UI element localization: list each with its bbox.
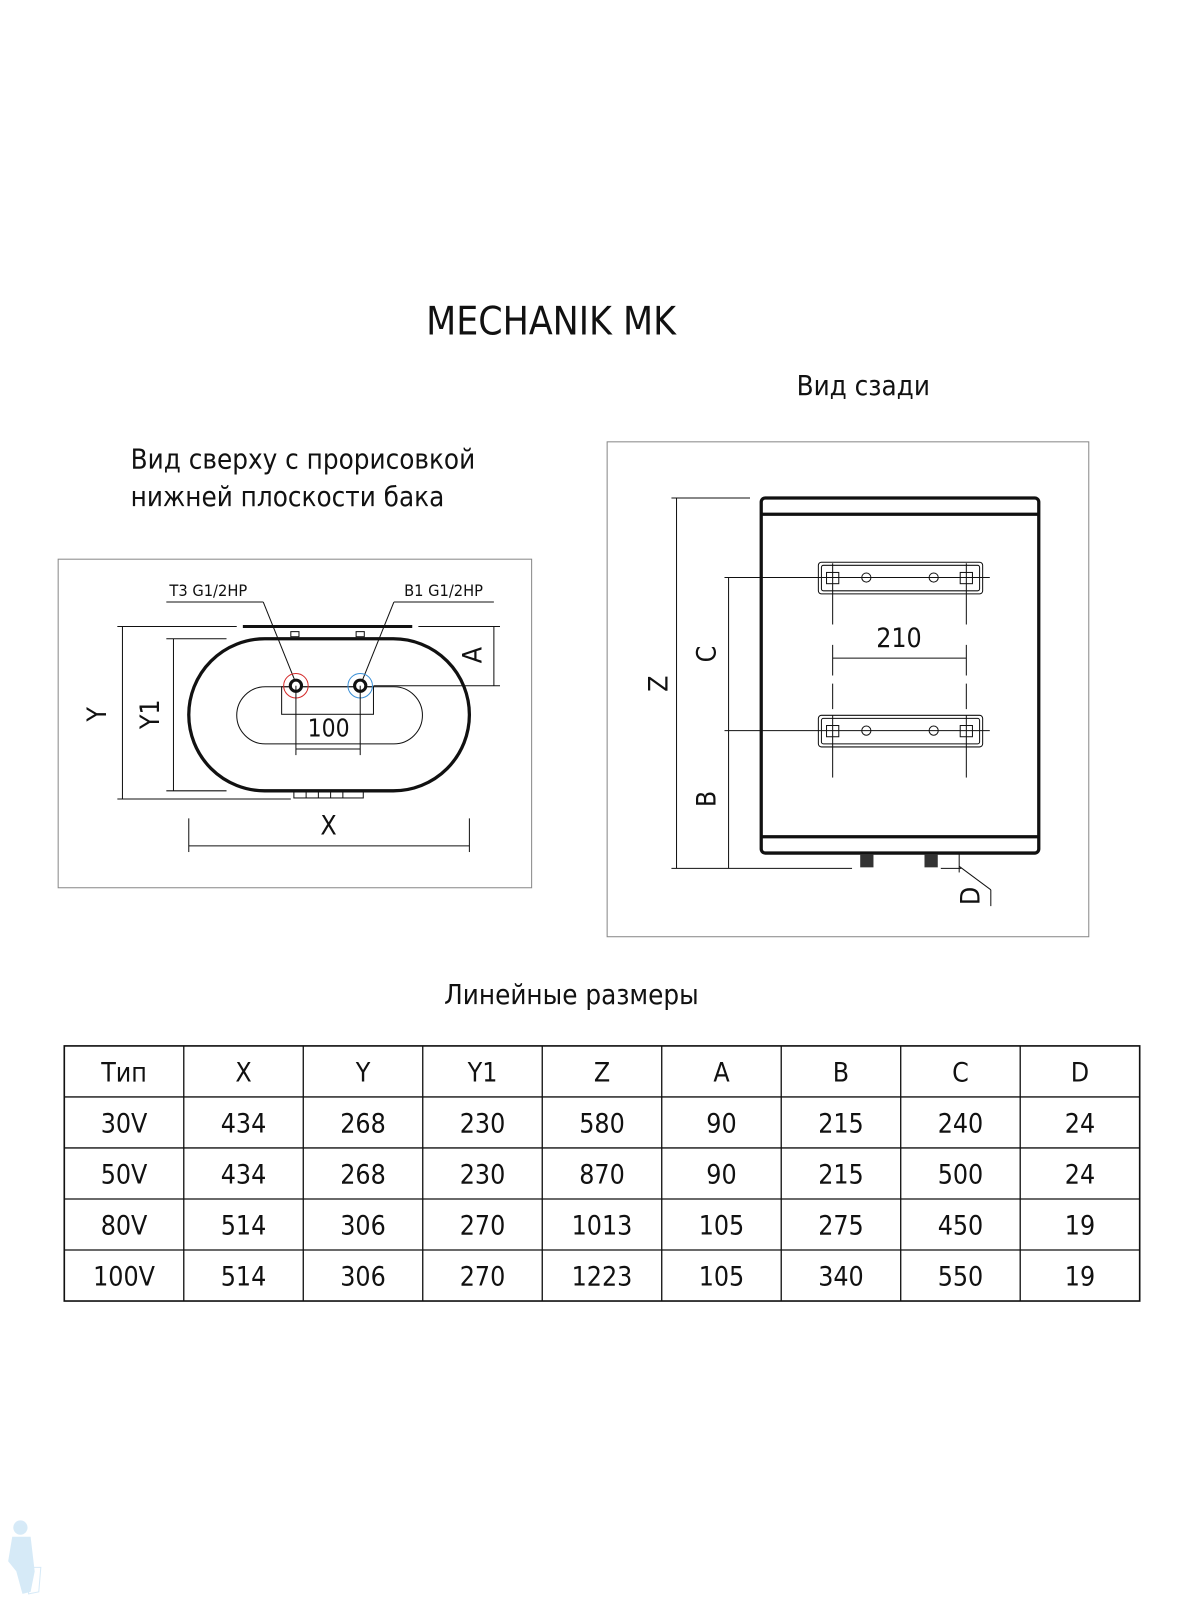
table-cell: 24 bbox=[1065, 1160, 1095, 1191]
table-cell: 230 bbox=[460, 1160, 506, 1191]
table-cell: 270 bbox=[460, 1262, 506, 1293]
table-cell: 1223 bbox=[572, 1262, 633, 1293]
table-cell: 90 bbox=[706, 1160, 736, 1191]
table-cell: 450 bbox=[938, 1211, 984, 1242]
table-cell: 514 bbox=[221, 1211, 267, 1242]
rear-view-caption: Вид сзади bbox=[797, 370, 930, 402]
table-cell: 1013 bbox=[572, 1211, 633, 1242]
table-cell: 580 bbox=[579, 1109, 625, 1140]
rear-view-drawing: 210 Z C B D bbox=[606, 441, 1090, 938]
dimensions-table: Тип X Y Y1 Z A B C D 30V 434 268 230 580 90 215 240 24 50V… bbox=[63, 1045, 1141, 1302]
table-cell: 90 bbox=[706, 1109, 736, 1140]
table-cell: 306 bbox=[340, 1211, 386, 1242]
table-cell: 550 bbox=[938, 1262, 984, 1293]
table-header-cell: B bbox=[833, 1058, 849, 1089]
table-cell: 80V bbox=[101, 1211, 148, 1242]
dim-y1-label: Y1 bbox=[135, 699, 166, 730]
table-header-cell: Y1 bbox=[467, 1058, 498, 1089]
table-cell: 30V bbox=[101, 1109, 148, 1140]
table-cell: 268 bbox=[340, 1160, 386, 1191]
table-cell: 215 bbox=[818, 1109, 864, 1140]
table-cell: 268 bbox=[340, 1109, 386, 1140]
table-cell: 19 bbox=[1065, 1262, 1095, 1293]
table-cell: 50V bbox=[101, 1160, 148, 1191]
plumber-logo bbox=[8, 1520, 42, 1595]
table-cell: 100V bbox=[93, 1262, 156, 1293]
dim-b-label: B bbox=[691, 791, 722, 807]
table-border bbox=[63, 1045, 1141, 1302]
table-cell: 434 bbox=[221, 1109, 267, 1140]
top-view-caption-line1: Вид сверху с прорисовкой bbox=[131, 443, 476, 475]
dim-z-label: Z bbox=[643, 676, 674, 692]
bracket-spacing-dim: 210 bbox=[876, 623, 922, 654]
table-cell: 230 bbox=[460, 1109, 506, 1140]
table-cell: 19 bbox=[1065, 1211, 1095, 1242]
dim-c-label: C bbox=[691, 646, 722, 663]
dim-y-label: Y bbox=[82, 707, 113, 723]
dim-d-label: D bbox=[956, 887, 987, 905]
table-cell: 215 bbox=[818, 1160, 864, 1191]
table-header-cell: Тип bbox=[100, 1058, 147, 1089]
hot-outlet-label: Т3 G1/2НР bbox=[168, 581, 247, 600]
cold-inlet-label: В1 G1/2НР bbox=[404, 581, 483, 600]
top-view-drawing: Т3 G1/2НР В1 G1/2НР 100 Y bbox=[57, 558, 533, 889]
table-cell: 105 bbox=[699, 1211, 745, 1242]
table-caption: Линейные размеры bbox=[444, 979, 699, 1011]
table-cell: 306 bbox=[340, 1262, 386, 1293]
table-cell: 24 bbox=[1065, 1109, 1095, 1140]
page-title: MECHANIK MK bbox=[426, 300, 677, 345]
table-cell: 270 bbox=[460, 1211, 506, 1242]
table-cell: 340 bbox=[818, 1262, 864, 1293]
table-header-cell: D bbox=[1071, 1058, 1089, 1089]
dim-x-label: X bbox=[320, 811, 336, 842]
pipe-spacing-dim: 100 bbox=[308, 714, 350, 743]
table-cell: 275 bbox=[818, 1211, 864, 1242]
top-view-caption-line2: нижней плоскости бака bbox=[131, 481, 445, 513]
table-cell: 870 bbox=[579, 1160, 625, 1191]
table-header-cell: C bbox=[952, 1058, 969, 1089]
table-header-cell: Y bbox=[355, 1058, 371, 1089]
dim-a-label: A bbox=[458, 646, 489, 663]
table-header-cell: A bbox=[713, 1058, 730, 1089]
table-cell: 240 bbox=[938, 1109, 984, 1140]
table-header-cell: Z bbox=[594, 1058, 610, 1089]
table-cell: 434 bbox=[221, 1160, 267, 1191]
table-cell: 500 bbox=[938, 1160, 984, 1191]
table-cell: 514 bbox=[221, 1262, 267, 1293]
table-cell: 105 bbox=[699, 1262, 745, 1293]
table-header-cell: X bbox=[235, 1058, 251, 1089]
